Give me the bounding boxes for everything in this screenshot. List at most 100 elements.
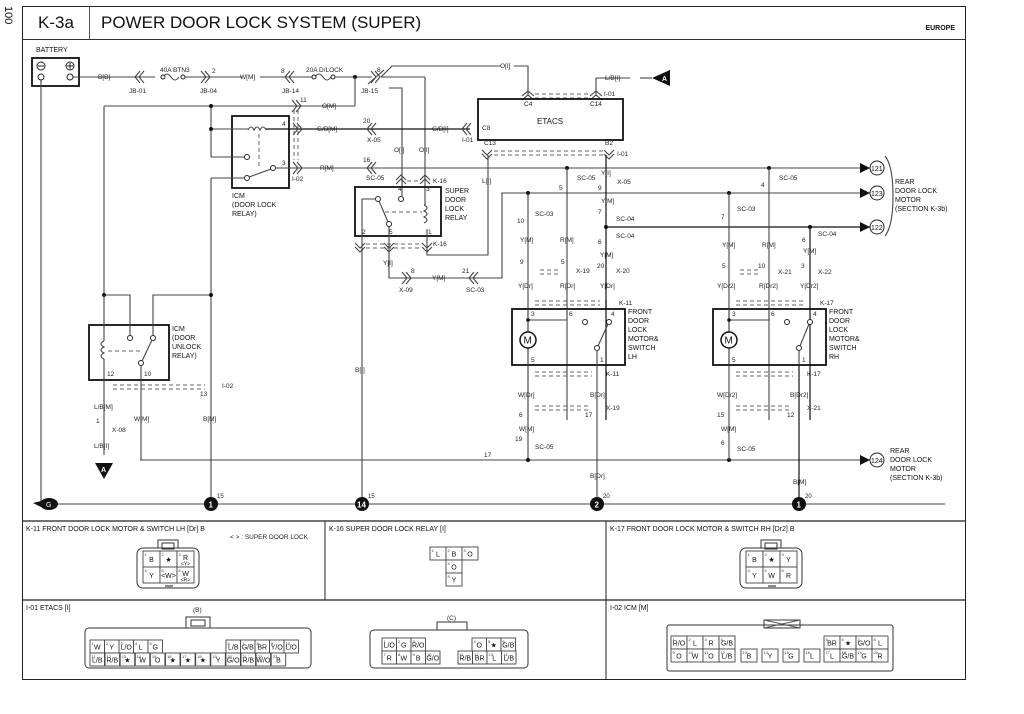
- component-label: DOOR: [445, 197, 466, 204]
- connector-label: X-05: [367, 137, 381, 144]
- svg-text:G/B: G/B: [721, 641, 733, 648]
- pin-number: 6: [569, 311, 573, 318]
- component-label: (DOOR LOCK: [232, 202, 277, 209]
- diagram-sheet: K-3a POWER DOOR LOCK SYSTEM (SUPER) EURO…: [22, 6, 966, 680]
- svg-text:4: 4: [135, 641, 138, 646]
- svg-text:9: 9: [413, 652, 416, 657]
- svg-text:L/O: L/O: [384, 643, 396, 650]
- svg-text:13: 13: [743, 650, 748, 655]
- wire-label: Y[Dr]: [518, 283, 533, 290]
- svg-text:L: L: [492, 656, 496, 663]
- wire-label: Y[I]: [383, 260, 393, 267]
- svg-text:Y: Y: [216, 658, 221, 665]
- connector-k11-title: K-11 FRONT DOOR LOCK MOTOR & SWITCH LH […: [26, 526, 205, 533]
- svg-text:L/B: L/B: [722, 654, 733, 661]
- svg-text:B: B: [149, 557, 154, 564]
- svg-text:B: B: [276, 658, 281, 665]
- wire-label: G/B[I]: [432, 126, 449, 133]
- connector-label: SC-05: [535, 444, 554, 451]
- pin-number: 5: [722, 263, 726, 270]
- pin-cell: 2G: [396, 637, 412, 652]
- relay-coil-icon: [247, 126, 267, 132]
- svg-text:L: L: [830, 654, 834, 661]
- icm-door-lock-relay: 4 3 ICM (DOOR LOCK RELAY): [231, 115, 290, 218]
- pin-cell: 5BR: [823, 635, 841, 650]
- pin-number: 17: [585, 412, 593, 419]
- ground-ref: 1: [209, 501, 214, 510]
- connector-label: I-01: [617, 151, 629, 158]
- fuse-40a-label: 40A BTN3: [160, 67, 190, 74]
- svg-text:11: 11: [92, 654, 97, 659]
- svg-text:O: O: [451, 565, 457, 572]
- pin-cell: 4O: [471, 637, 487, 652]
- svg-text:2: 2: [689, 637, 692, 642]
- wire-label: Y[I]: [601, 170, 611, 177]
- wire-label: B[Dr2]: [790, 392, 809, 399]
- relay-coil-icon: [100, 340, 106, 360]
- svg-text:G/O: G/O: [426, 656, 439, 663]
- pin-number: 20: [603, 494, 610, 500]
- ref-number: 121: [871, 166, 883, 173]
- connector-jb04-icon: [200, 70, 211, 84]
- fuse-20a-icon: [314, 73, 332, 81]
- ref-number: 122: [871, 225, 883, 232]
- svg-text:15: 15: [785, 650, 790, 655]
- fuse-20a-label: 20A D/LOCK: [306, 67, 344, 74]
- component-label: LOCK: [628, 327, 647, 334]
- svg-text:16: 16: [806, 650, 811, 655]
- pin-cell: 8BR: [254, 639, 270, 654]
- pin-number: 6: [802, 237, 806, 244]
- pin-cell: 5G: [147, 639, 163, 654]
- pin-c4: C4: [524, 101, 533, 108]
- wire-label: R[Dr2]: [759, 283, 778, 290]
- pin-cell: 12R/B: [104, 652, 121, 667]
- pin-number: 15: [717, 412, 725, 419]
- component-label: RH: [829, 354, 839, 361]
- component-label: MOTOR&: [829, 336, 860, 343]
- jb04-label: JB-04: [200, 88, 217, 95]
- pin-cell: 6G/B: [500, 637, 516, 652]
- component-label: DOOR: [829, 318, 850, 325]
- pin-cell: 13★: [119, 652, 136, 667]
- svg-text:BR: BR: [827, 641, 837, 648]
- connector-a-label: A: [101, 467, 106, 474]
- pin-number: 3: [801, 263, 805, 270]
- pin-number: 4: [813, 311, 817, 318]
- svg-text:G: G: [861, 654, 866, 661]
- svg-text:3: 3: [705, 637, 708, 642]
- pin-cell: 17★: [180, 652, 196, 667]
- svg-text:R: R: [786, 573, 791, 580]
- pin-cell: 14W: [134, 652, 151, 667]
- battery-label: BATTERY: [36, 47, 68, 54]
- icm-door-unlock-relay: 12 10 ICM (DOOR UNLOCK RELAY): [88, 324, 202, 381]
- svg-text:★: ★: [165, 556, 171, 564]
- connector-k11-note: < > : SUPER DOOR LOCK: [230, 534, 309, 541]
- pin-cell: 8W: [396, 650, 412, 665]
- svg-text:★: ★: [845, 640, 851, 648]
- svg-text:4: 4: [145, 568, 148, 573]
- svg-text:20: 20: [227, 654, 232, 659]
- svg-text:R: R: [387, 656, 392, 663]
- svg-text:14: 14: [137, 654, 142, 659]
- svg-text:7: 7: [242, 641, 245, 646]
- svg-text:1: 1: [145, 552, 148, 557]
- svg-text:W: W: [94, 645, 101, 652]
- wire-label: Y[M]: [803, 248, 817, 255]
- svg-text:4: 4: [748, 568, 751, 573]
- wire-label: B[M]: [793, 479, 807, 486]
- pin-number: 20: [363, 118, 371, 125]
- pin-number: 9: [520, 259, 524, 266]
- svg-text:4: 4: [474, 639, 477, 644]
- pin-b2: B2: [605, 140, 613, 147]
- svg-text:1: 1: [92, 641, 95, 646]
- svg-text:R: R: [708, 641, 713, 648]
- pin-number: 4: [398, 186, 402, 193]
- connector-label: SC-03: [466, 287, 485, 294]
- pin-cell: 5<W>: [159, 566, 178, 584]
- svg-text:22: 22: [258, 654, 263, 659]
- svg-text:5: 5: [162, 568, 165, 573]
- connector-k11-face: 1B2★3R<Y>4Y5<W>6W<R>: [136, 539, 200, 589]
- svg-text:G/B: G/B: [502, 643, 514, 650]
- pin-number: 11: [300, 97, 307, 104]
